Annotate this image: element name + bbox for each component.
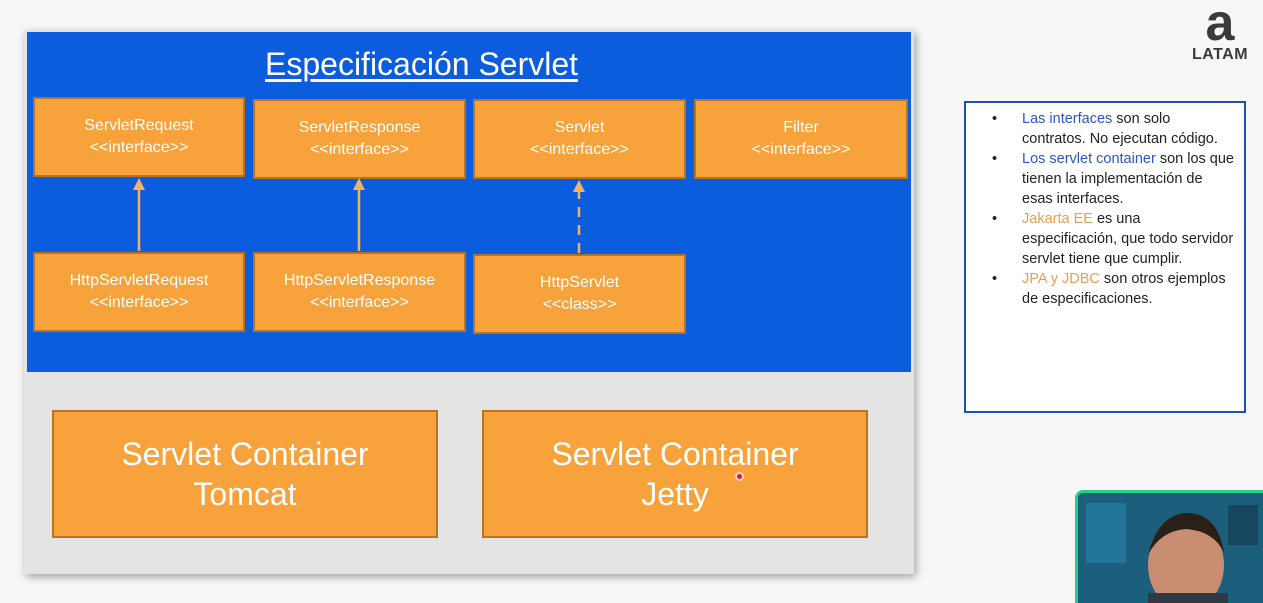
note-text: es una especificación, que todo servidor… xyxy=(1022,211,1234,267)
note-text: son los que tienen la implementación de … xyxy=(1022,151,1234,207)
diagram-title: Especificación Servlet xyxy=(265,46,579,82)
filter-box: Filter <<interface>> xyxy=(694,99,908,179)
bullet: • xyxy=(992,151,998,167)
arrowhead xyxy=(133,178,145,190)
container-label: Servlet Container xyxy=(121,436,369,472)
note-highlight: Los servlet container xyxy=(1022,151,1156,167)
note-highlight: Jakarta EE xyxy=(1022,211,1093,227)
jetty-container-box: Servlet Container Jetty xyxy=(482,410,868,538)
note-text: son solo contratos. No ejecutan código. xyxy=(1022,111,1218,147)
logo-mark: a xyxy=(1205,0,1235,52)
laser-pointer xyxy=(735,472,744,481)
http-servlet-request-box: HttpServletRequest <<interface>> xyxy=(33,252,245,332)
logo: a LATAM xyxy=(1180,0,1260,64)
arrowhead xyxy=(353,178,365,190)
box-stereotype: <<class>> xyxy=(542,296,617,313)
note-highlight: JPA y JDBC xyxy=(1022,271,1100,287)
list-item: • Los servlet container son los que tien… xyxy=(976,149,1234,209)
list-item: • Las interfaces son solo contratos. No … xyxy=(976,109,1234,149)
logo-text: LATAM xyxy=(1191,46,1249,63)
box-stereotype: <<interface>> xyxy=(89,139,189,156)
box-name: ServletRequest xyxy=(84,117,194,134)
box-name: Servlet xyxy=(554,119,605,136)
box-name: HttpServlet xyxy=(539,274,620,291)
notes-list: • Las interfaces son solo contratos. No … xyxy=(976,109,1234,309)
box-stereotype: <<interface>> xyxy=(89,294,189,311)
container-label: Servlet Container xyxy=(551,436,799,472)
notes-box: • Las interfaces son solo contratos. No … xyxy=(964,101,1246,413)
http-servlet-response-box: HttpServletResponse <<interface>> xyxy=(253,252,466,332)
servlet-request-box: ServletRequest <<interface>> xyxy=(33,97,245,177)
webcam-overlay xyxy=(1075,490,1263,603)
list-item: • Jakarta EE es una especificación, que … xyxy=(976,209,1234,269)
box-name: HttpServletRequest xyxy=(69,272,209,289)
servlet-box: Servlet <<interface>> xyxy=(473,99,686,179)
note-highlight: Las interfaces xyxy=(1022,111,1113,127)
box-stereotype: <<interface>> xyxy=(751,141,851,158)
box-name: ServletResponse xyxy=(298,119,421,136)
list-item: • JPA y JDBC son otros ejemplos de espec… xyxy=(976,269,1234,309)
note-text: son otros ejemplos de especificaciones. xyxy=(1022,271,1226,307)
bullet: • xyxy=(992,271,998,287)
box-stereotype: <<interface>> xyxy=(310,294,409,311)
tomcat-container-box: Servlet Container Tomcat xyxy=(52,410,438,538)
container-name: Tomcat xyxy=(193,476,297,512)
presenter-video xyxy=(1078,493,1263,603)
box-stereotype: <<interface>> xyxy=(310,141,409,158)
bullet: • xyxy=(992,111,998,127)
arrowhead xyxy=(573,180,585,192)
box-name: Filter xyxy=(783,119,819,136)
box-name: HttpServletResponse xyxy=(283,272,436,289)
container-name: Jetty xyxy=(641,476,709,512)
servlet-response-box: ServletResponse <<interface>> xyxy=(253,99,466,179)
bullet: • xyxy=(992,211,998,227)
http-servlet-box: HttpServlet <<class>> xyxy=(473,254,686,334)
box-stereotype: <<interface>> xyxy=(530,141,629,158)
